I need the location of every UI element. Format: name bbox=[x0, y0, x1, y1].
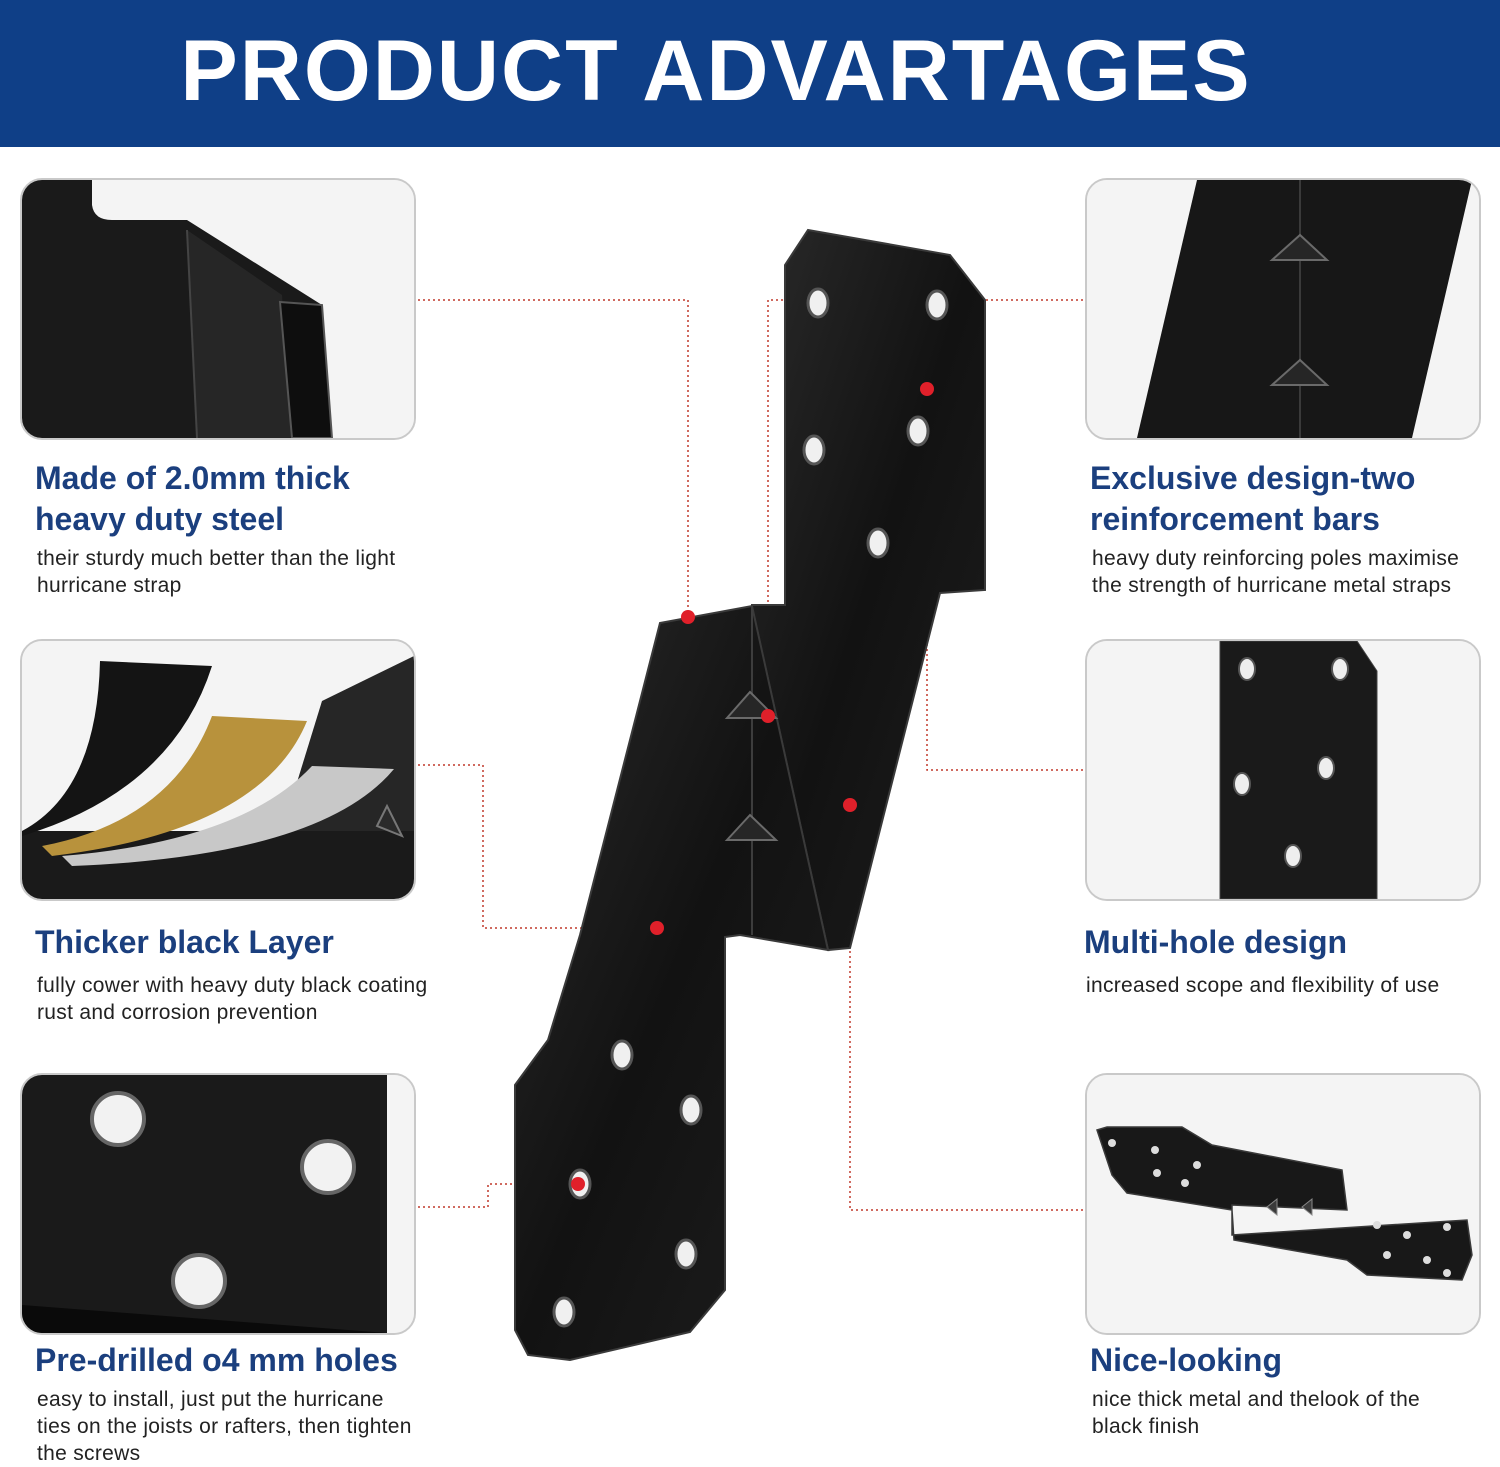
feature-holes-desc-2: ties on the joists or rafters, then tigh… bbox=[37, 1415, 412, 1438]
feature-nice-title: Nice-looking bbox=[1090, 1342, 1283, 1378]
feature-bars-desc-2: the strength of hurricane metal straps bbox=[1092, 574, 1452, 597]
panel-reinforcement bbox=[1085, 178, 1481, 440]
multihole-image bbox=[1087, 641, 1479, 899]
panel-multihole bbox=[1085, 639, 1481, 901]
page-title: PRODUCT ADVARTAGES bbox=[180, 23, 1252, 119]
callout-dot-layer bbox=[650, 921, 664, 935]
feature-bars-desc-1: heavy duty reinforcing poles maximise bbox=[1092, 547, 1460, 570]
callout-line-layer bbox=[418, 764, 657, 929]
hole bbox=[674, 1238, 698, 1270]
callout-line-multihole bbox=[926, 390, 1083, 771]
feature-nice-desc-1: nice thick metal and thelook of the bbox=[1092, 1388, 1421, 1411]
hole bbox=[552, 1296, 576, 1328]
hole bbox=[679, 1094, 703, 1126]
steel-edge-image bbox=[22, 180, 414, 438]
panel-layers bbox=[20, 639, 416, 901]
callout-dots bbox=[571, 382, 934, 1191]
coating-layers-image bbox=[22, 641, 414, 899]
feature-layer-desc: fully cower with heavy duty black coatin… bbox=[37, 972, 427, 1026]
feature-bars-title-1: Exclusive design-two bbox=[1090, 460, 1416, 496]
panel-steel-closeup bbox=[20, 178, 416, 440]
bracket-lower-plate bbox=[514, 604, 830, 1362]
hole bbox=[610, 1039, 634, 1071]
feature-bars-desc: heavy duty reinforcing poles maximise th… bbox=[1092, 545, 1459, 599]
callout-line-steel bbox=[418, 299, 689, 617]
holes-closeup-image bbox=[22, 1075, 414, 1333]
feature-steel-desc-1: their sturdy much better than the light bbox=[37, 547, 396, 570]
callout-dot-holes bbox=[571, 1177, 585, 1191]
callout-dot-nice bbox=[843, 798, 857, 812]
hole bbox=[906, 415, 930, 447]
feature-layer-title: Thicker black Layer bbox=[35, 924, 334, 960]
hole bbox=[866, 527, 890, 559]
feature-steel-desc: their sturdy much better than the light … bbox=[37, 545, 395, 599]
feature-steel-title-2: heavy duty steel bbox=[35, 501, 284, 537]
rib-triangle bbox=[724, 813, 779, 841]
callout-dot-bars bbox=[761, 709, 775, 723]
hole bbox=[802, 434, 826, 466]
feature-holes-title: Pre-drilled o4 mm holes bbox=[35, 1342, 398, 1378]
bracket-upper-plate bbox=[751, 228, 986, 952]
panel-nice-looking bbox=[1085, 1073, 1481, 1335]
feature-bars-title-2: reinforcement bars bbox=[1090, 501, 1380, 537]
feature-multihole-title: Multi-hole design bbox=[1084, 924, 1348, 960]
header-banner: PRODUCT ADVARTAGES bbox=[0, 0, 1500, 147]
feature-holes-desc: easy to install, just put the hurricane … bbox=[37, 1386, 412, 1467]
feature-multihole-desc: increased scope and flexibility of use bbox=[1086, 972, 1439, 999]
reinforcement-image bbox=[1087, 180, 1479, 438]
panel-holes-closeup bbox=[20, 1073, 416, 1335]
bracket-angle-image bbox=[1087, 1075, 1479, 1333]
callout-dot-multihole bbox=[920, 382, 934, 396]
feature-nice-desc-2: black finish bbox=[1092, 1415, 1200, 1438]
feature-steel-title-1: Made of 2.0mm thick bbox=[35, 460, 350, 496]
bracket-holes bbox=[552, 287, 949, 1328]
callout-line-nice bbox=[849, 805, 1083, 1211]
feature-steel-desc-2: hurricane strap bbox=[37, 574, 182, 597]
feature-holes-desc-1: easy to install, just put the hurricane bbox=[37, 1388, 384, 1411]
feature-holes-desc-3: the screws bbox=[37, 1442, 141, 1465]
hole bbox=[806, 287, 830, 319]
hole bbox=[925, 289, 949, 321]
callout-dot-steel bbox=[681, 610, 695, 624]
feature-layer-desc-2: rust and corrosion prevention bbox=[37, 1001, 318, 1024]
feature-nice-desc: nice thick metal and thelook of the blac… bbox=[1092, 1386, 1420, 1440]
feature-multihole-desc-1: increased scope and flexibility of use bbox=[1086, 974, 1440, 997]
callout-line-holes bbox=[418, 1183, 578, 1208]
feature-layer-desc-1: fully cower with heavy duty black coatin… bbox=[37, 974, 428, 997]
